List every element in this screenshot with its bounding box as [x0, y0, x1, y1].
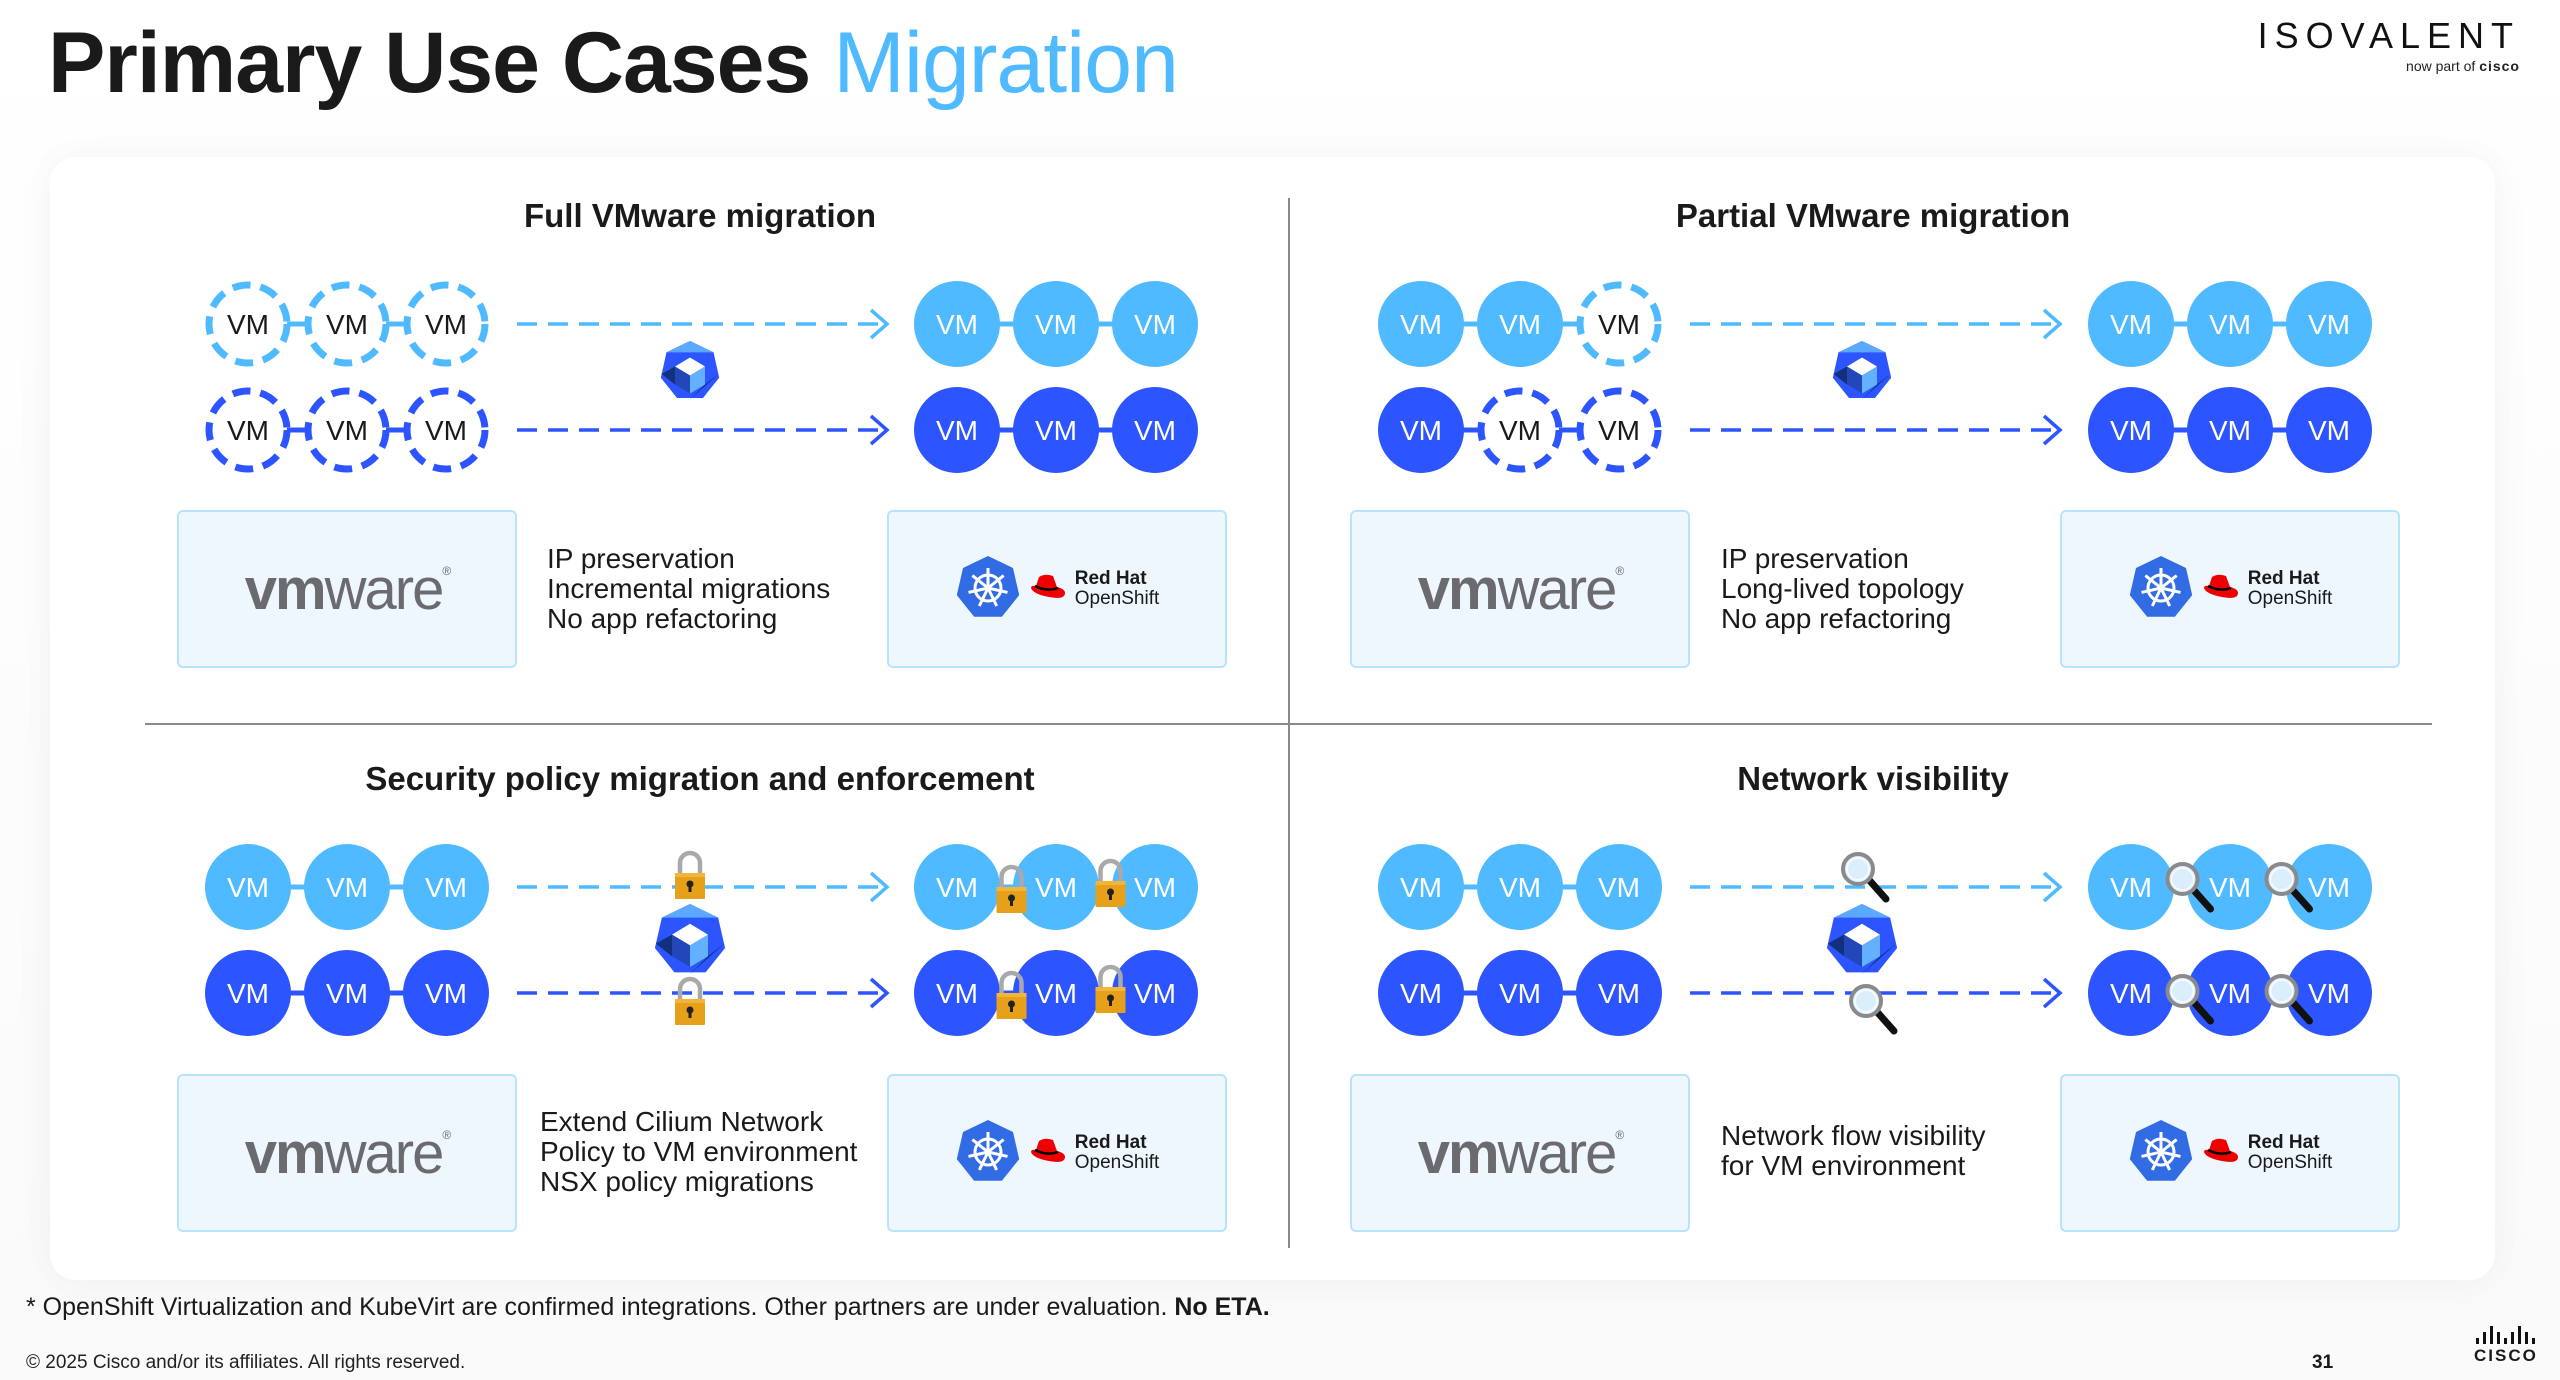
redhat-label: Red Hat: [1074, 568, 1147, 589]
bullets-full: IP preservation Incremental migrations N…: [547, 544, 830, 634]
brand-name: ISOVALENT: [2257, 15, 2520, 56]
vmware-logo-box: vmware®: [177, 1074, 517, 1232]
vmware-logo-box: vmware®: [1350, 1074, 1690, 1232]
quadrant-title-security: Security policy migration and enforcemen…: [365, 760, 1035, 797]
cisco-bars-icon: [2474, 1326, 2538, 1344]
bullet: IP preservation: [1721, 543, 1909, 574]
bullet: for VM environment: [1721, 1150, 1966, 1181]
bullet: No app refactoring: [1721, 603, 1952, 634]
kubernetes-icon: [2128, 1118, 2194, 1189]
kubernetes-icon: [955, 1118, 1021, 1189]
title-accent: Migration: [833, 15, 1179, 111]
bullet: Policy to VM environment: [540, 1136, 858, 1167]
quadrant-title-full: Full VMware migration: [523, 197, 877, 234]
bullet: Extend Cilium Network: [540, 1106, 824, 1137]
title-main: Primary Use Cases: [48, 15, 811, 111]
bullet: Incremental migrations: [547, 573, 831, 604]
redhat-label: Red Hat: [2247, 568, 2320, 589]
cisco-wordmark: CISCO: [2474, 1346, 2538, 1365]
bullet: Long-lived topology: [1721, 573, 1964, 604]
footnote-bold: No ETA.: [1174, 1293, 1270, 1321]
vmware-logo: vmware®: [1417, 1120, 1624, 1186]
redhat-label: Red Hat: [1074, 1132, 1147, 1153]
redhat-hat-icon: [1029, 1137, 1067, 1170]
vmware-logo: vmware®: [244, 1120, 451, 1186]
bullet: No app refactoring: [547, 603, 778, 634]
bullet: NSX policy migrations: [540, 1166, 814, 1197]
footnote-text: * OpenShift Virtualization and KubeVirt …: [26, 1293, 1168, 1321]
openshift-label: OpenShift: [1074, 588, 1160, 609]
brand-sub-prefix: now part of: [2406, 58, 2476, 74]
vmware-logo: vmware®: [1417, 556, 1624, 622]
redhat-hat-icon: [2202, 573, 2240, 606]
brand-subtitle: now part of cisco: [2258, 58, 2520, 74]
vmware-logo: vmware®: [244, 556, 451, 622]
page-title: Primary Use Cases Migration: [48, 8, 1179, 118]
openshift-label: OpenShift: [2247, 588, 2333, 609]
copyright: © 2025 Cisco and/or its affiliates. All …: [26, 1352, 466, 1373]
bullets-security: Extend Cilium Network Policy to VM envir…: [540, 1107, 857, 1197]
brand-sub-company: cisco: [2479, 58, 2520, 74]
kubernetes-icon: [2128, 554, 2194, 625]
redhat-hat-icon: [2202, 1137, 2240, 1170]
redhat-label: Red Hat: [2247, 1132, 2320, 1153]
bullets-visibility: Network flow visibility for VM environme…: [1721, 1121, 1986, 1181]
openshift-label: OpenShift: [1074, 1152, 1160, 1173]
bullet: Network flow visibility: [1721, 1120, 1986, 1151]
quadrant-title-visibility: Network visibility: [1737, 760, 2009, 797]
vmware-logo-box: vmware®: [1350, 510, 1690, 668]
openshift-label: OpenShift: [2247, 1152, 2333, 1173]
isovalent-logo: ISOVALENT now part of cisco: [2257, 15, 2520, 75]
vmware-logo-box: vmware®: [177, 510, 517, 668]
horizontal-divider: [145, 723, 2432, 725]
bullets-partial: IP preservation Long-lived topology No a…: [1721, 544, 1964, 634]
redhat-hat-icon: [1029, 573, 1067, 606]
page-number: 31: [2312, 1352, 2334, 1373]
footnote: * OpenShift Virtualization and KubeVirt …: [26, 1293, 1270, 1322]
bullet: IP preservation: [547, 543, 735, 574]
quadrant-title-partial: Partial VMware migration: [1675, 197, 2071, 234]
cisco-logo: CISCO: [2474, 1326, 2538, 1366]
kubernetes-icon: [955, 554, 1021, 625]
